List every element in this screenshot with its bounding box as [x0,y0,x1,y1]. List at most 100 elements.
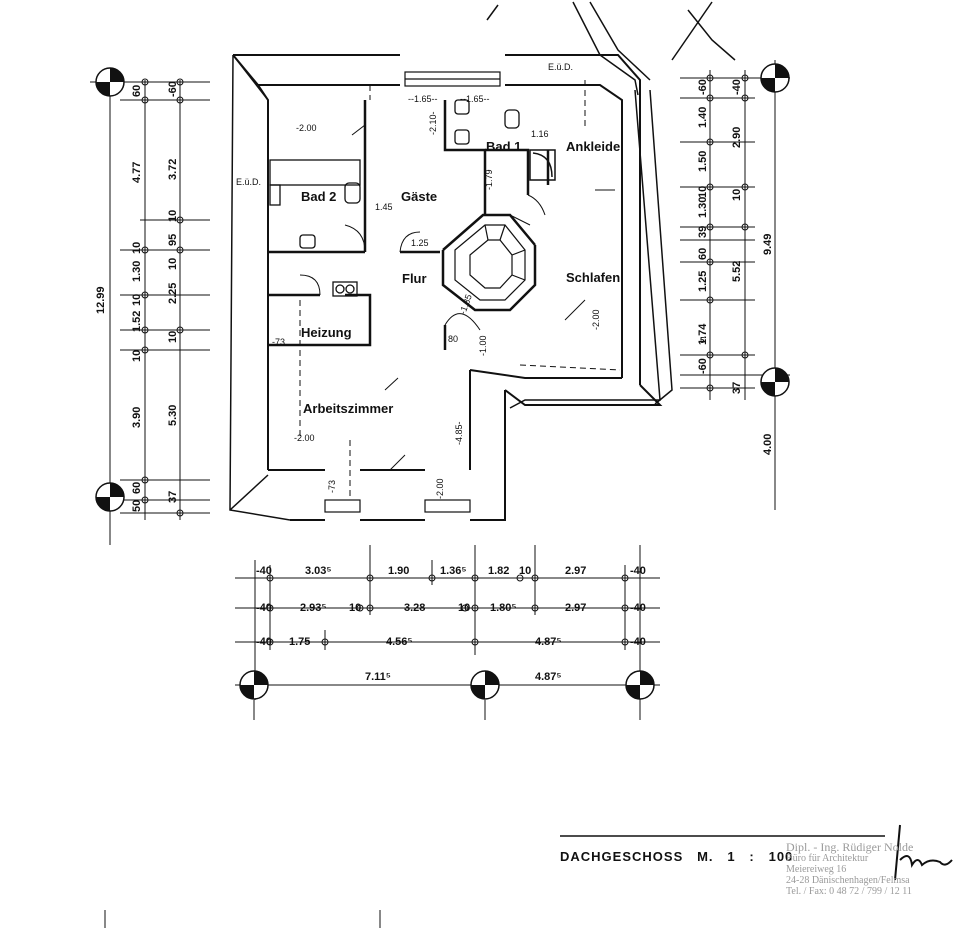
dim-right-c4: 1.30 [697,197,709,218]
room-heizung-label: Heizung [301,325,352,340]
dim-right-extra: 4.00 [762,434,774,455]
dim-right-c1: -60 [697,79,709,95]
right-dimension-texts: -60 1.40 1.50 1.30 10 39 60 1.25 1.74 5 … [697,79,774,455]
window-top [404,71,501,87]
dim-left-a1: 60 [131,85,143,97]
dim-right-total: 9.49 [762,234,774,255]
dim-right-c11: -60 [697,358,709,374]
stamp-line2: Büro für Architektur [786,853,869,864]
eud-left-label: E.ü.D. [236,177,261,187]
dim-b-r4-0: 7.11⁵ [365,671,391,683]
dim-left-a6: 1.52 [131,311,143,332]
dim-left-a7: 10 [131,350,143,362]
bottom-dimension-texts: -40 3.03⁵ 1.90 1.36⁵ 1.82 10 2.97 -40 -4… [256,565,646,683]
dim-b-r3-0: -40 [256,636,272,648]
dim-right-d3: 10 [731,189,743,201]
dim-b-r2-2: 10 [349,602,361,614]
height-200-arbeit: -2.00 [294,433,315,443]
height-73a: -73 [272,337,285,347]
dim-b-r2-6: 2.97 [565,602,586,614]
dim-left-a9: 50 [131,500,143,512]
dim-right-c2: 1.40 [697,107,709,128]
plan-annotations: E.ü.D. E.ü.D. --1.65-- --1.65-- -2.10- -… [236,62,601,499]
signature [894,824,953,881]
height-100: -1.00 [478,335,488,356]
dim-left-b6: 2.25 [167,283,179,304]
dim-b-r2-1: 2.93⁵ [300,602,327,614]
dim-b-r1-7: -40 [630,565,646,577]
dim-b-r2-0: -40 [256,602,272,614]
stamp-line4: 24-28 Dänischenhagen/Felmsa [786,875,910,886]
interior-walls [268,100,550,350]
room-bad1-label: Bad 1 [486,139,521,154]
height-165a: --1.65-- [408,94,438,104]
room-arbeitszimmer-label: Arbeitszimmer [303,401,393,416]
left-dimension-lines [90,78,210,545]
eud-top-label: E.ü.D. [548,62,573,72]
dim-left-total: 12.99 [95,286,107,314]
drawing-scale-text: M. 1 : 100 [697,849,794,864]
height-73b: -73 [327,480,337,493]
grid-extension-lines [104,700,641,928]
left-axis-markers [95,67,125,512]
room-gaeste-label: Gäste [401,189,437,204]
room-flur-label: Flur [402,271,427,286]
ankleide-shower [529,149,556,181]
stamp-line3: Meiereiweg 16 [786,864,847,875]
dim-b-r1-1: 3.03⁵ [305,565,332,577]
dim-b-r1-2: 1.90 [388,565,409,577]
dim-left-a2: 4.77 [131,162,143,183]
left-dimension-texts: 12.99 60 4.77 10 1.30 10 1.52 10 3.90 50… [95,81,179,512]
height-200-bad2: -2.00 [296,123,317,133]
dim-b-r3-2: 4.56⁵ [386,636,413,648]
dim-left-b2: 3.72 [167,159,179,180]
rafter-arrows [351,124,615,471]
dim-right-c5: 10 [697,186,709,198]
dim-b-r1-0: -40 [256,565,272,577]
bottom-axis-markers [239,670,655,700]
dim-left-b8: 5.30 [167,405,179,426]
height-179: -1.79 [484,169,494,190]
room-ankleide-label: Ankleide [566,139,620,154]
dim-b-r2-4: 10 [458,602,470,614]
height-145: 1.45 [375,202,393,212]
dim-b-r2-7: -40 [630,602,646,614]
dim-left-b4: 95 [167,234,179,246]
roof-outline [229,1,736,521]
dim-b-r4-1: 4.87⁵ [535,671,562,683]
dim-right-d1: -40 [731,79,743,95]
height-485: -4.85- [454,421,464,445]
stamp-line5: Tel. / Fax: 0 48 72 / 799 / 12 11 [786,886,912,897]
drawing-title-text: DACHGESCHOSS [560,849,684,864]
dim-right-c10: 5 [700,336,705,345]
dim-b-r2-3: 3.28 [404,602,425,614]
window-bottom-left [324,499,471,513]
height-116: 1.16 [531,129,549,139]
dim-left-a5: 10 [131,294,143,306]
staircase [454,224,526,301]
height-200-bottom: -2.00 [435,478,445,499]
drawing-title: DACHGESCHOSS M. 1 : 100 [560,849,793,864]
dim-left-a10: 60 [131,482,143,494]
dim-right-c12: 37 [731,382,743,394]
dim-right-d4: 5.52 [731,261,743,282]
dim-right-c3: 1.50 [697,151,709,172]
dim-right-c8: 1.25 [697,271,709,292]
dim-left-b7: 10 [167,331,179,343]
dim-left-b3: 10 [167,210,179,222]
dim-left-b9: 37 [167,491,179,503]
dim-b-r1-3: 1.36⁵ [440,565,467,577]
dim-b-r1-4: 1.82 [488,565,509,577]
dim-b-r3-3: 4.87⁵ [535,636,562,648]
exterior-walls [232,54,663,521]
right-axis-markers [760,63,790,397]
height-210: -2.10- [428,111,438,135]
dim-left-b5: 10 [167,258,179,270]
stamp-line1: Dipl. - Ing. Rüdiger Nolde [786,840,914,854]
height-135: -1.35 [457,293,473,316]
dim-b-r3-4: -40 [630,636,646,648]
dim-right-c9: 1.74 [697,323,709,345]
height-80: 80 [448,334,458,344]
bottom-dimension-lines [235,545,660,700]
bathroom-fixtures [269,99,520,297]
